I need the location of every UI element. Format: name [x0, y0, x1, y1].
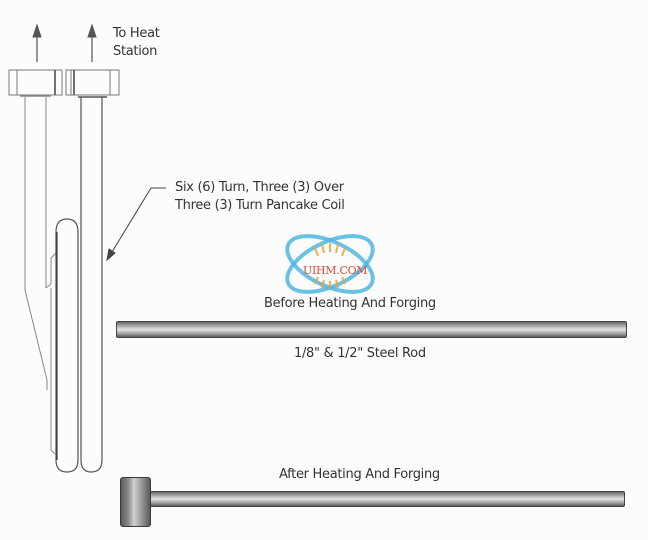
before-label: Before Heating And Forging [264, 296, 436, 311]
watermark-text: UIHM.COM [303, 264, 368, 277]
pancake-coil [55, 218, 103, 473]
forged-rod-head [120, 477, 151, 527]
arrow-up-icon [32, 23, 42, 62]
coil-description-line-2: Three (3) Turn Pancake Coil [175, 198, 345, 213]
rod-size-label: 1/8" & 1/2" Steel Rod [294, 346, 426, 361]
heat-station-label-2: Station [113, 44, 158, 59]
arrow-up-icon [87, 23, 97, 62]
lead-tube-right [80, 97, 103, 460]
lead-tube-left [24, 97, 58, 455]
lead-connector-right [65, 69, 120, 96]
coil-callout-arrow [106, 187, 166, 262]
lead-connector-left [8, 69, 63, 96]
heat-station-label-1: To Heat [113, 26, 160, 41]
steel-rod-before [116, 321, 627, 338]
steel-rod-after [150, 491, 625, 507]
coil-description-line-1: Six (6) Turn, Three (3) Over [175, 180, 344, 195]
after-label: After Heating And Forging [279, 467, 440, 482]
uihm-logo-icon [285, 234, 375, 294]
